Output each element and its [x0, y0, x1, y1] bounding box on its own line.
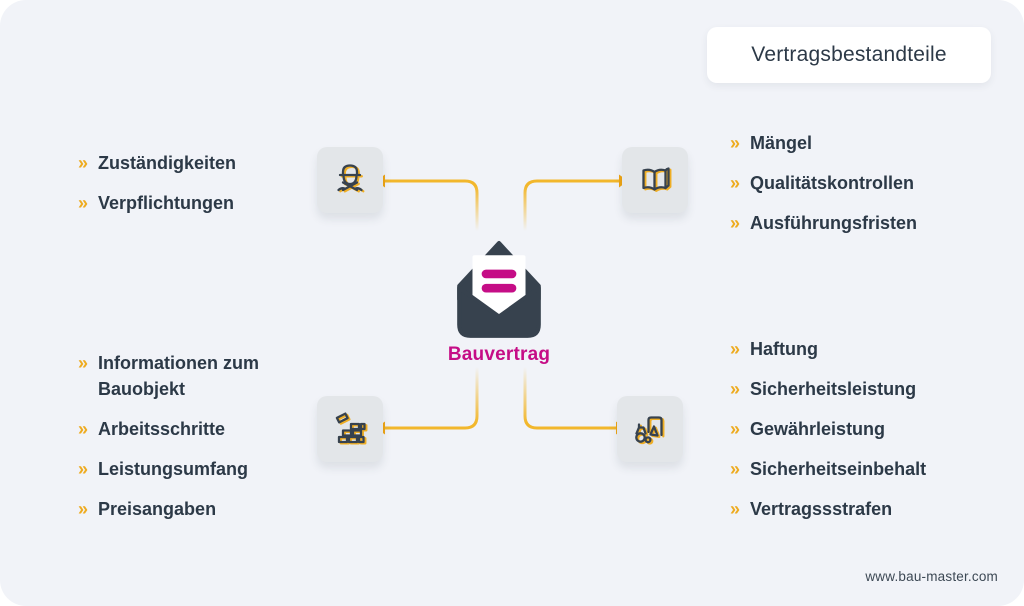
list-item: » Zuständigkeiten: [78, 150, 303, 176]
list-item: » Mängel: [730, 130, 992, 156]
list-item: » Sicherheitsleistung: [730, 376, 992, 402]
center-label: Bauvertrag: [447, 344, 551, 365]
website-url: www.bau-master.com: [865, 569, 998, 584]
page-title: Vertragsbestandteile: [751, 43, 947, 66]
list-item-label: Sicherheitseinbehalt: [750, 459, 927, 479]
list-item-label: Informationen zum Bauobjekt: [98, 353, 260, 399]
list-item-label: Mängel: [750, 133, 813, 153]
list-item: » Preisangaben: [78, 496, 296, 522]
double-chevron-bullet: »: [78, 193, 89, 213]
list-item-label: Arbeitsschritte: [98, 419, 226, 439]
connector-top-right: [523, 179, 622, 232]
connector-bottom-right: [523, 366, 619, 430]
title-card: Vertragsbestandteile: [707, 27, 991, 83]
list-item-label: Gewährleistung: [750, 419, 886, 439]
list-liability: » Haftung » Sicherheitsleistung » Gewähr…: [730, 336, 992, 536]
double-chevron-bullet: »: [730, 133, 741, 153]
list-item-label: Zuständigkeiten: [98, 153, 237, 173]
list-item-label: Vertragssstrafen: [750, 499, 893, 519]
list-item: » Gewährleistung: [730, 416, 992, 442]
list-item-label: Preisangaben: [98, 499, 217, 519]
list-item-label: Qualitätskontrollen: [750, 173, 915, 193]
list-responsibilities: » Zuständigkeiten » Verpflichtungen: [78, 150, 303, 230]
construction-machine-icon: [635, 416, 665, 445]
list-item-label: Ausführungsfristen: [750, 213, 918, 233]
tile-scope: [317, 396, 383, 462]
list-item: » Haftung: [730, 336, 992, 362]
double-chevron-bullet: »: [78, 153, 89, 173]
list-item: » Verpflichtungen: [78, 190, 303, 216]
double-chevron-bullet: »: [730, 339, 741, 359]
construction-worker-icon: [337, 164, 365, 193]
open-book-icon: [642, 167, 672, 192]
list-item: » Qualitätskontrollen: [730, 170, 992, 196]
list-item-label: Sicherheitsleistung: [750, 379, 917, 399]
tile-responsibilities: [317, 147, 383, 213]
tile-liability: [617, 396, 683, 462]
list-item: » Vertragssstrafen: [730, 496, 992, 522]
double-chevron-bullet: »: [78, 459, 89, 479]
double-chevron-bullet: »: [730, 173, 741, 193]
connector-top-left: [382, 179, 479, 232]
list-item-label: Haftung: [750, 339, 818, 359]
double-chevron-bullet: »: [78, 419, 89, 439]
list-scope: » Informationen zum Bauobjekt » Arbeitss…: [78, 350, 296, 536]
bricks-icon: [335, 412, 368, 445]
double-chevron-bullet: »: [730, 213, 741, 233]
double-chevron-bullet: »: [78, 499, 89, 519]
list-item: » Ausführungsfristen: [730, 210, 992, 236]
open-envelope-letter-icon: [457, 241, 541, 338]
tile-quality: [622, 147, 688, 213]
double-chevron-bullet: »: [730, 419, 741, 439]
connector-bottom-left: [382, 366, 479, 430]
list-item: » Informationen zum Bauobjekt: [78, 350, 296, 402]
double-chevron-bullet: »: [730, 379, 741, 399]
list-item: » Arbeitsschritte: [78, 416, 296, 442]
double-chevron-bullet: »: [730, 459, 741, 479]
double-chevron-bullet: »: [730, 499, 741, 519]
list-quality: » Mängel » Qualitätskontrollen » Ausführ…: [730, 130, 992, 250]
list-item-label: Verpflichtungen: [98, 193, 235, 213]
list-item: » Sicherheitseinbehalt: [730, 456, 992, 482]
list-item: » Leistungsumfang: [78, 456, 296, 482]
double-chevron-bullet: »: [78, 353, 89, 373]
list-item-label: Leistungsumfang: [98, 459, 249, 479]
